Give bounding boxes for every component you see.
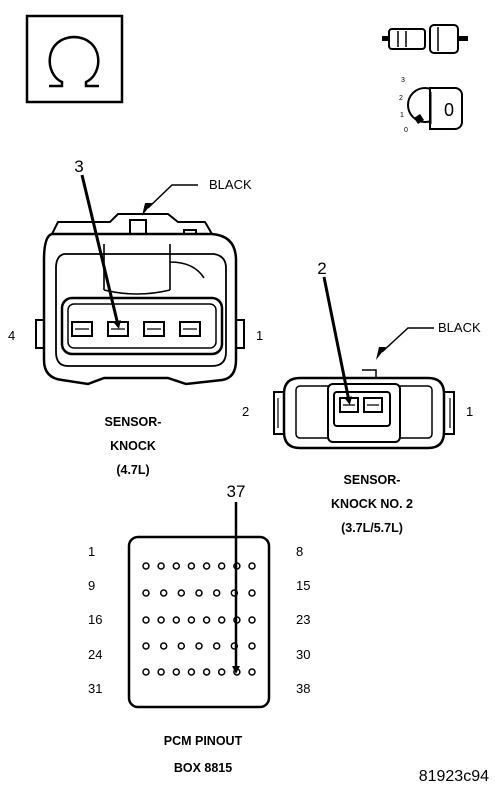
pcm-pin-27	[195, 642, 203, 650]
pcm-caption-line-1: PCM PINOUT	[164, 734, 243, 748]
pcm-pin-30	[248, 642, 256, 650]
pcm-pin-callout: 37	[227, 482, 246, 501]
pcm-pin-32	[157, 668, 165, 676]
pcm-pin-10	[159, 589, 168, 597]
pcm-pin-34	[187, 668, 196, 676]
pcm-pin-12	[195, 589, 203, 597]
pcm-right-label-5: 38	[296, 681, 310, 696]
knock-sensor-2-pin-callout: 2	[317, 259, 326, 278]
pcm-pin-28	[212, 642, 221, 650]
pcm-pin-24	[142, 642, 150, 650]
knock-sensor-pin-callout: 3	[74, 157, 83, 176]
pcm-pin-11	[177, 589, 186, 597]
pcm-pin-grid	[142, 562, 256, 676]
pcm-pin-16	[142, 616, 150, 624]
pcm-connector	[127, 502, 271, 709]
pcm-pin-4	[187, 562, 196, 570]
knock-sensor-caption-line-2: KNOCK	[110, 439, 156, 453]
knock-sensor-2-caption-line-1: SENSOR-	[344, 473, 401, 487]
pcm-right-label-2: 15	[296, 578, 310, 593]
pcm-pin-35	[202, 668, 211, 676]
pcm-right-label-3: 23	[296, 612, 310, 627]
pcm-pin-9	[142, 589, 150, 597]
knock-sensor-connector	[35, 174, 245, 386]
pcm-right-label-4: 30	[296, 647, 310, 662]
figure-id: 81923c94	[419, 768, 489, 785]
pcm-pin-13	[212, 589, 221, 597]
knock-sensor-right-pin: 1	[256, 328, 263, 343]
pcm-pin-38	[248, 668, 256, 676]
knock-sensor-wire-color: BLACK	[209, 177, 252, 192]
pcm-pin-31	[142, 668, 150, 676]
knock-sensor-caption-line-1: SENSOR-	[105, 415, 162, 429]
pcm-caption-line-2: BOX 8815	[174, 761, 232, 775]
knock-sensor-2-caption-line-3: (3.7L/5.7L)	[341, 521, 403, 535]
knock-sensor-2-left-pin: 2	[242, 404, 249, 419]
pcm-left-label-4: 24	[88, 647, 102, 662]
pcm-pin-25	[159, 642, 168, 650]
ignition-position-2: 2	[399, 95, 403, 102]
pcm-pin-21	[217, 616, 226, 624]
ignition-position-0: 0	[404, 127, 408, 134]
pcm-pin-19	[187, 616, 196, 624]
pcm-pin-15	[248, 589, 256, 597]
pcm-pin-2	[157, 562, 165, 570]
pcm-left-label-1: 1	[88, 544, 95, 559]
knock-sensor-left-pin: 4	[8, 328, 15, 343]
pcm-left-label-2: 9	[88, 578, 95, 593]
knock-sensor-terminals	[71, 321, 201, 337]
ignition-key-icon: 0 3 2 1 0	[399, 77, 463, 134]
ignition-position-3: 3	[401, 77, 405, 84]
pcm-pin-33	[172, 668, 181, 676]
pcm-right-label-1: 8	[296, 544, 303, 559]
pcm-pin-8	[248, 562, 256, 570]
pcm-pin-5	[202, 562, 211, 570]
knock-sensor-caption-line-3: (4.7L)	[116, 463, 149, 477]
pcm-pin-6	[217, 562, 226, 570]
ohm-symbol-icon	[25, 14, 124, 104]
knock-sensor-2-connector	[273, 276, 455, 450]
pcm-pin-18	[172, 616, 181, 624]
knock-sensor-2-right-pin: 1	[466, 404, 473, 419]
pcm-left-label-5: 31	[88, 681, 102, 696]
knock-sensor-2-caption-line-2: KNOCK NO. 2	[331, 497, 413, 511]
ignition-position-1: 1	[400, 112, 404, 119]
pcm-pin-23	[248, 616, 256, 624]
pcm-pin-26	[177, 642, 186, 650]
pcm-pin-1	[142, 562, 150, 570]
connector-plug-icon	[382, 24, 468, 54]
pcm-pin-17	[157, 616, 165, 624]
knock-sensor-2-wire-color: BLACK	[438, 320, 481, 335]
pcm-pin-3	[172, 562, 181, 570]
ignition-key-label: 0	[444, 100, 454, 120]
pcm-pin-36	[217, 668, 226, 676]
pcm-pin-20	[202, 616, 211, 624]
pcm-left-label-3: 16	[88, 612, 102, 627]
